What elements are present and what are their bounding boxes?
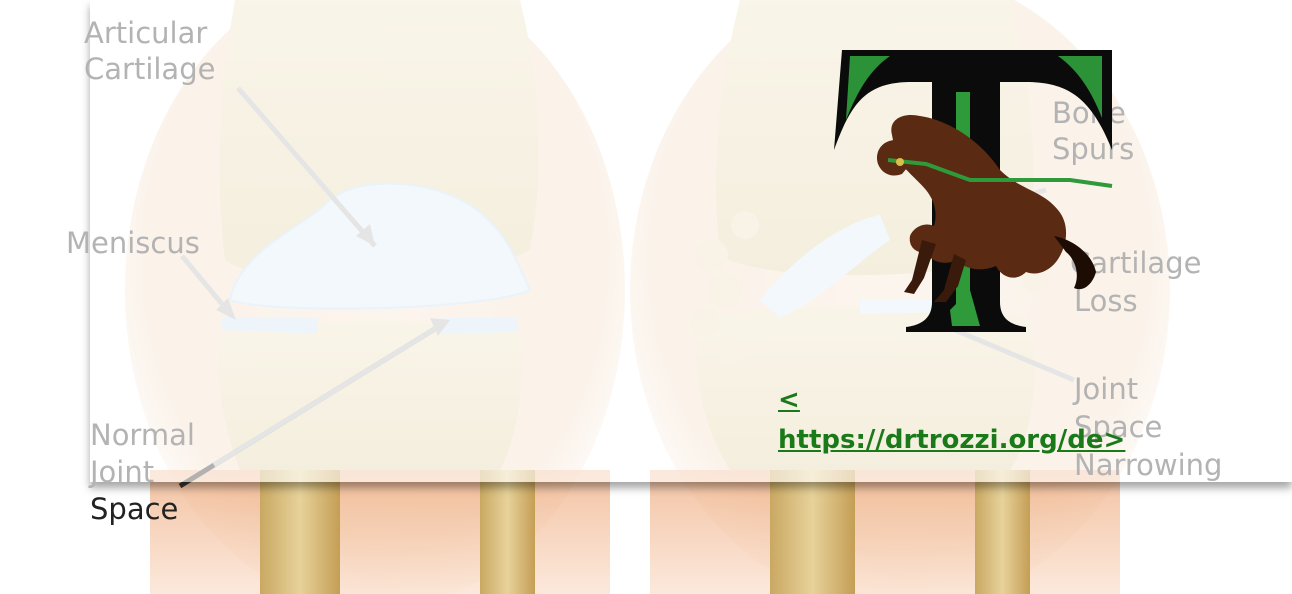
articular-cartilage-label-line2: Cartilage (84, 52, 215, 86)
meniscus-label: Meniscus (66, 226, 200, 260)
normal-joint-space-label-line3: Space (90, 492, 178, 526)
normal-joint-space-label-line2: Joint (90, 455, 154, 489)
website-link-line1[interactable]: < (778, 380, 1198, 420)
horse-icon (830, 40, 1120, 335)
articular-cartilage-label-line1: Articular (84, 16, 207, 50)
normal-joint-space-label-line1: Normal (90, 418, 195, 452)
website-link[interactable]: < https://drtrozzi.org/de> (778, 380, 1198, 460)
website-link-line2[interactable]: https://drtrozzi.org/de> (778, 420, 1198, 460)
